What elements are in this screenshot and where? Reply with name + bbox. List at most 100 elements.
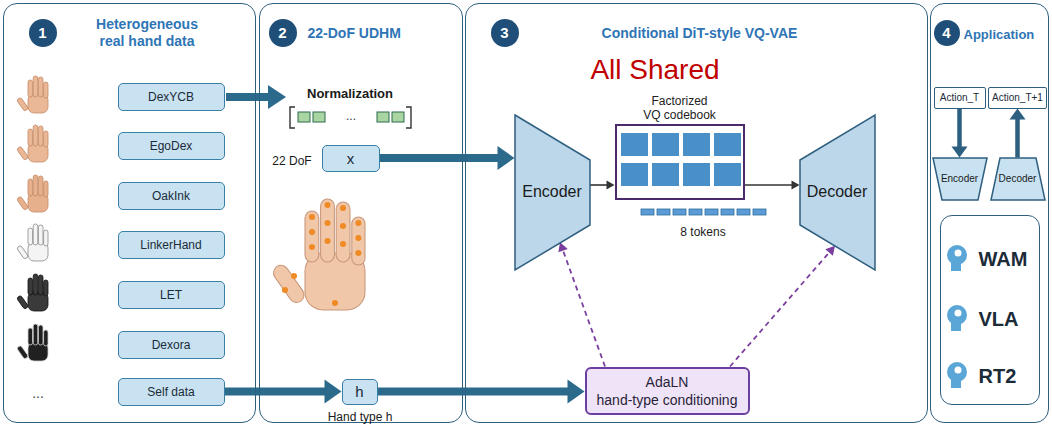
vector-bracket: [290, 107, 295, 128]
connector-line: [225, 388, 328, 396]
node-text: Action_T+1: [992, 92, 1043, 104]
robot-hand: [17, 274, 48, 311]
action-box: Action_T: [934, 87, 986, 109]
variable-box: x: [322, 145, 380, 172]
node-text: 1: [38, 24, 46, 41]
head-bulb: [955, 250, 962, 257]
node-text: EgoDex: [150, 139, 193, 153]
action-box: Action_T+1: [988, 87, 1047, 109]
flow-arrowhead: [268, 85, 286, 109]
vector-cell: [313, 112, 325, 122]
codebook-entry: [714, 163, 741, 186]
hand-photo: [17, 76, 48, 113]
flow-arrow: [226, 93, 269, 101]
keypoint: [355, 220, 361, 226]
node-text: 4: [942, 24, 950, 41]
keypoint: [332, 300, 338, 306]
step-badge: 4: [934, 20, 960, 46]
connector-line: [380, 154, 501, 162]
token-cell: [753, 209, 766, 215]
ai-head-icon: [947, 305, 967, 331]
arrowhead: [325, 380, 342, 404]
panel-frame: Heterogeneous real hand data1DexYCBEgoDe…: [3, 3, 256, 423]
token-cell: [737, 209, 750, 215]
panel-heading: Application: [964, 26, 1048, 43]
arrowhead: [558, 242, 567, 252]
node-text: VLA: [979, 307, 1019, 331]
connector-arrow: [1010, 109, 1026, 158]
panel-frame: 22-DoF UDHM2xh: [259, 3, 463, 423]
codebook-entry: [714, 133, 741, 156]
robot-hand: [17, 224, 48, 261]
dataset-box: LET: [118, 281, 225, 309]
connector-arrow: [558, 242, 605, 366]
keypoint: [325, 220, 331, 226]
block-shape: [800, 115, 875, 270]
connector-arrow: [745, 181, 800, 190]
node-text: RT2: [979, 364, 1017, 388]
codebook-entry: [621, 133, 648, 156]
codebook-entries: [621, 133, 741, 186]
codebook-entry: [652, 163, 679, 186]
network-block: Encoder: [933, 158, 987, 200]
step-badge: 3: [491, 19, 519, 47]
ai-head-icon: [947, 362, 967, 388]
keypoint: [325, 202, 331, 208]
connector-arrow: [380, 146, 515, 170]
token-cell: [705, 209, 718, 215]
node-text: WAM: [979, 247, 1028, 271]
node-text: x: [347, 150, 355, 167]
panel-heading: 22-DoF UDHM: [308, 25, 458, 42]
hand-photo: [17, 175, 48, 212]
keypoint: [340, 223, 346, 229]
node-text: DexYCB: [148, 90, 194, 104]
connector-arrow: [378, 380, 585, 404]
node-text: AdaLN: [646, 373, 689, 391]
ai-head-icon: [947, 245, 967, 271]
keypoint: [340, 205, 346, 211]
connector-line: [378, 388, 571, 396]
model-list-box: WAM VLA RT2: [940, 215, 1040, 405]
connector-line: [590, 184, 608, 186]
label-holder: ...: [32, 384, 44, 402]
label-holder: Normalization: [307, 84, 393, 102]
codebook-entry: [683, 133, 710, 156]
arrowhead: [952, 147, 968, 158]
ellipsis-mark: ...: [346, 109, 356, 123]
connector-arrow: [952, 109, 968, 158]
hand-photo: [17, 125, 48, 162]
keypoint: [309, 244, 315, 250]
dimension-label: 22 DoF: [272, 154, 311, 168]
panel-frame: Application4Action_TAction_T+1EncoderDec…: [930, 3, 1049, 423]
node-text: h: [355, 383, 363, 400]
token-cell: [641, 209, 654, 215]
head-neck: [951, 322, 961, 331]
hand-skeleton: [271, 199, 365, 310]
connector-line: [745, 184, 793, 186]
label-holder: Hand type h: [328, 407, 393, 425]
ellipsis-mark: ...: [32, 385, 44, 401]
step-badge: 1: [29, 19, 57, 47]
head-bulb: [955, 367, 962, 374]
step-label: Normalization: [307, 86, 393, 101]
token-cell: [721, 209, 734, 215]
vector-cell: [392, 112, 404, 122]
glove-hand: [17, 324, 48, 361]
dataset-box: Self data: [118, 378, 225, 406]
node-text: Self data: [147, 385, 194, 399]
label-holder: 22 DoF: [272, 151, 311, 169]
keypoint: [355, 235, 361, 241]
keypoint: [282, 287, 288, 293]
block-shape: [933, 158, 987, 200]
block-shape: [991, 158, 1045, 200]
block-shape: [515, 115, 590, 270]
label-holder: 8 tokens: [680, 222, 725, 240]
node-text: OakInk: [152, 189, 190, 203]
arrowhead: [1010, 109, 1026, 120]
token-cell: [657, 209, 670, 215]
connector-arrow: [225, 380, 342, 404]
connector-arrow: [730, 246, 835, 367]
codebook-entry: [683, 163, 710, 186]
